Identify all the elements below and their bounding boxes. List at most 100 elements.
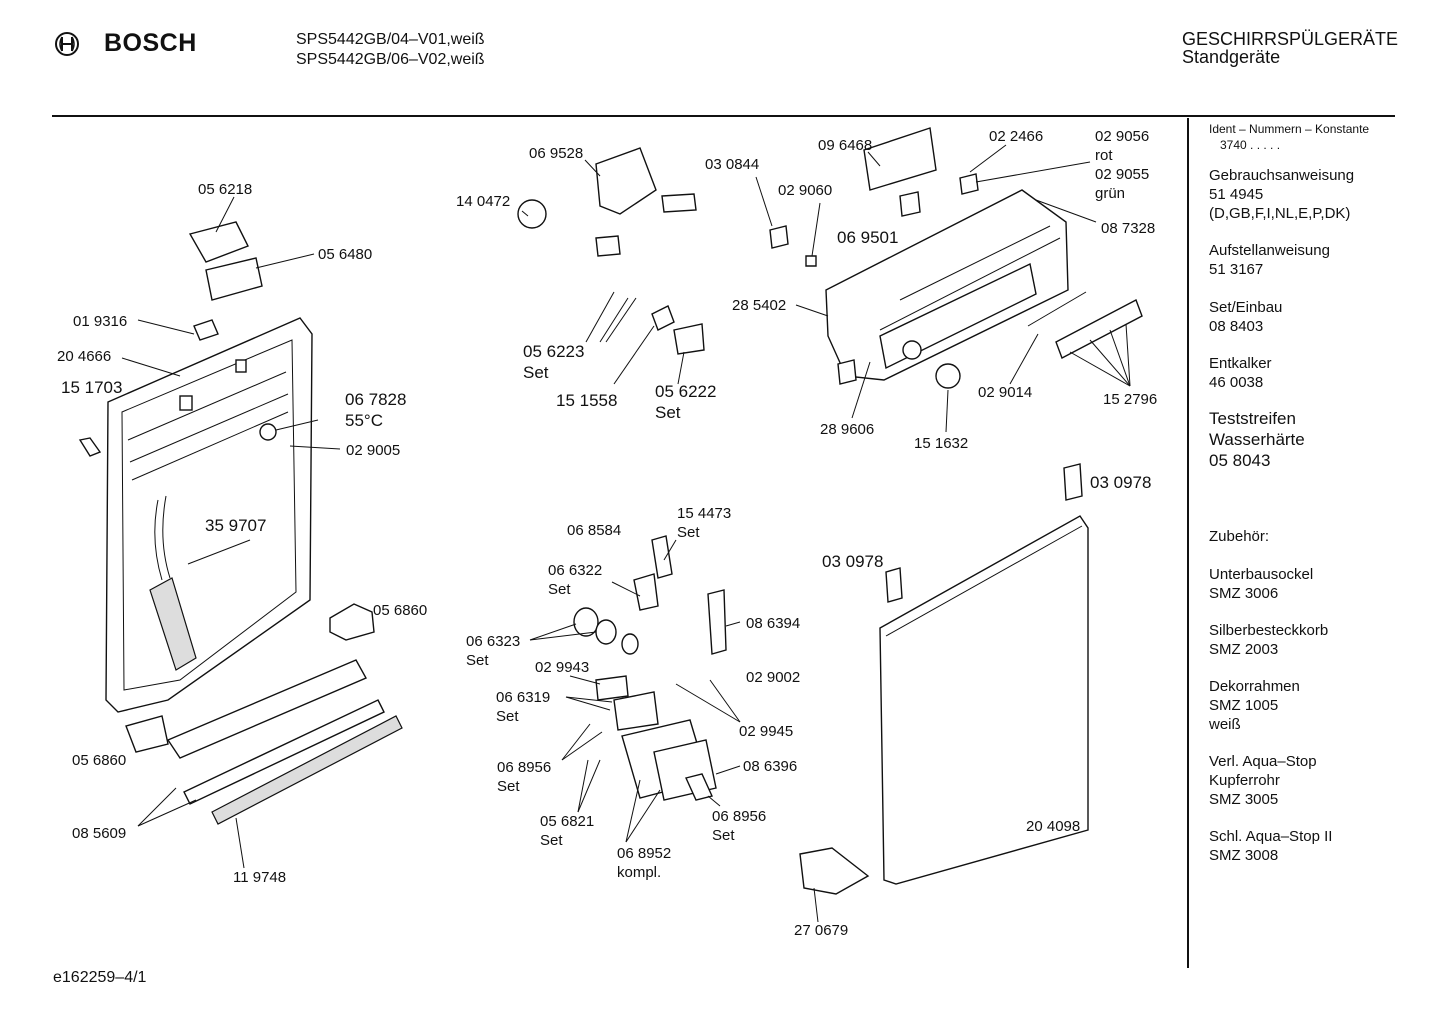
label-359707: 35 9707 [205, 516, 267, 535]
category-title: GESCHIRRSPÜLGERÄTE [1182, 29, 1399, 49]
label-030844: 03 0844 [705, 156, 760, 173]
bracket-056480 [205, 257, 263, 301]
cap-030978-b [1063, 463, 1083, 501]
sidebar-aquastop2-title: Schl. Aqua–Stop II [1209, 828, 1333, 845]
label-056223: 05 6223 [523, 342, 585, 361]
cap-030978-a [885, 567, 903, 603]
label-029055: 02 9055 [1095, 166, 1150, 183]
thermostat-067828 [259, 423, 277, 441]
bosch-logo: BOSCH [52, 29, 212, 59]
label-056223-set: Set [523, 363, 549, 382]
clip-022466 [959, 173, 979, 195]
label-151703: 15 1703 [61, 378, 123, 397]
hinge-270679 [799, 847, 870, 895]
label-087328: 08 7328 [1101, 220, 1156, 237]
sidebar-aquastop-title: Verl. Aqua–Stop [1209, 753, 1317, 770]
label-066319-set: Set [496, 708, 519, 725]
label-022466: 02 2466 [989, 128, 1044, 145]
label-056821-set: Set [540, 832, 563, 849]
label-030978-top: 03 0978 [1090, 473, 1152, 492]
nozzle-066322 [621, 633, 639, 655]
lamp-069501 [899, 191, 921, 217]
knob-151632 [935, 363, 961, 389]
label-270679: 27 0679 [794, 922, 849, 939]
label-029014: 02 9014 [978, 384, 1033, 401]
label-068956-left: 06 8956 [497, 759, 552, 776]
lever-086394 [707, 589, 727, 655]
sidebar-set-einbau-number: 08 8403 [1209, 318, 1264, 335]
label-056821: 05 6821 [540, 813, 595, 830]
label-067828-temp: 55°C [345, 411, 383, 430]
label-151558: 15 1558 [556, 391, 618, 410]
label-056860-top: 05 6860 [373, 602, 428, 619]
sidebar-aquastop2-number: SMZ 3008 [1209, 847, 1279, 864]
strip-085609-a [166, 659, 367, 759]
label-289606: 28 9606 [820, 421, 875, 438]
cap-068956-b [685, 773, 713, 801]
label-067828: 06 7828 [345, 390, 407, 409]
sidebar-set-einbau-title: Set/Einbau [1209, 299, 1283, 316]
sidebar-dekorrahmen-number: SMZ 1005 [1209, 697, 1279, 714]
label-019316: 01 9316 [73, 313, 128, 330]
label-086396: 08 6396 [743, 758, 798, 775]
label-056860-bottom: 05 6860 [72, 752, 127, 769]
screw-029060 [805, 255, 817, 267]
sidebar-gebrauchsanweisung-title: Gebrauchsanweisung [1209, 167, 1355, 184]
label-030978-door: 03 0978 [822, 552, 884, 571]
fascia-289606 [879, 262, 1037, 370]
sidebar-teststreifen-number: 05 8043 [1209, 451, 1271, 470]
label-029055-color: grün [1095, 185, 1126, 202]
label-154473-set: Set [677, 524, 700, 541]
timer-069528 [595, 147, 657, 215]
bosch-armature-icon [55, 32, 79, 56]
latch-154473 [651, 535, 673, 579]
label-029945: 02 9945 [739, 723, 794, 740]
sidebar-gebrauchsanweisung-languages: (D,GB,F,I,NL,E,P,DK) [1209, 205, 1351, 222]
hinge-part-056218 [188, 221, 249, 263]
label-068956-right: 06 8956 [712, 808, 767, 825]
strip-085609-b [183, 699, 385, 805]
connector-030844 [661, 193, 697, 213]
sidebar-aufstellanweisung-title: Aufstellanweisung [1209, 242, 1330, 259]
sidebar-dekorrahmen-title: Dekorrahmen [1209, 678, 1300, 695]
document-id: e162259–4/1 [53, 969, 147, 986]
end-cap-056860-bottom [125, 715, 169, 753]
label-029005: 02 9005 [346, 442, 401, 459]
cover-066319 [613, 691, 659, 731]
label-029060: 02 9060 [778, 182, 833, 199]
screw-151703 [78, 437, 102, 457]
label-068956-left-set: Set [497, 778, 520, 795]
model-line-2: SPS5442GB/06–V02,weiß [296, 51, 485, 68]
label-119748: 11 9748 [233, 869, 287, 886]
inner-door-panel [105, 317, 313, 713]
ident-title: Ident – Nummern – Konstante [1209, 122, 1370, 136]
sidebar-gebrauchsanweisung-number: 51 4945 [1209, 186, 1264, 203]
sidebar-entkalker-title: Entkalker [1209, 355, 1272, 372]
label-029002: 02 9002 [746, 669, 801, 686]
label-285402: 28 5402 [732, 297, 787, 314]
label-068956-right-set: Set [712, 827, 735, 844]
label-068584: 06 8584 [567, 522, 622, 539]
sidebar-aquastop-number: SMZ 3005 [1209, 791, 1279, 808]
ident-value: 3740 . . . . . [1220, 138, 1281, 152]
sidebar-entkalker-number: 46 0038 [1209, 374, 1264, 391]
outer-door-204098 [879, 515, 1089, 885]
seal-029943 [595, 675, 629, 701]
model-line-1: SPS5442GB/04–V01,weiß [296, 31, 485, 48]
label-154473: 15 4473 [677, 505, 732, 522]
label-140472: 14 0472 [456, 193, 511, 210]
label-204666: 20 4666 [57, 348, 112, 365]
strip-119748 [211, 715, 403, 825]
label-066319: 06 6319 [496, 689, 551, 706]
label-096468: 09 6468 [818, 137, 873, 154]
label-068952-kompl: kompl. [617, 864, 662, 881]
label-152796: 15 2796 [1103, 391, 1158, 408]
sidebar-silberbesteckkorb-title: Silberbesteckkorb [1209, 622, 1329, 639]
label-085609: 08 5609 [72, 825, 127, 842]
label-066322-set: Set [548, 581, 571, 598]
label-066322: 06 6322 [548, 562, 603, 579]
clip-019316 [193, 319, 219, 341]
sidebar-aufstellanweisung-number: 51 3167 [1209, 261, 1264, 278]
ring-066323-b [595, 619, 617, 645]
